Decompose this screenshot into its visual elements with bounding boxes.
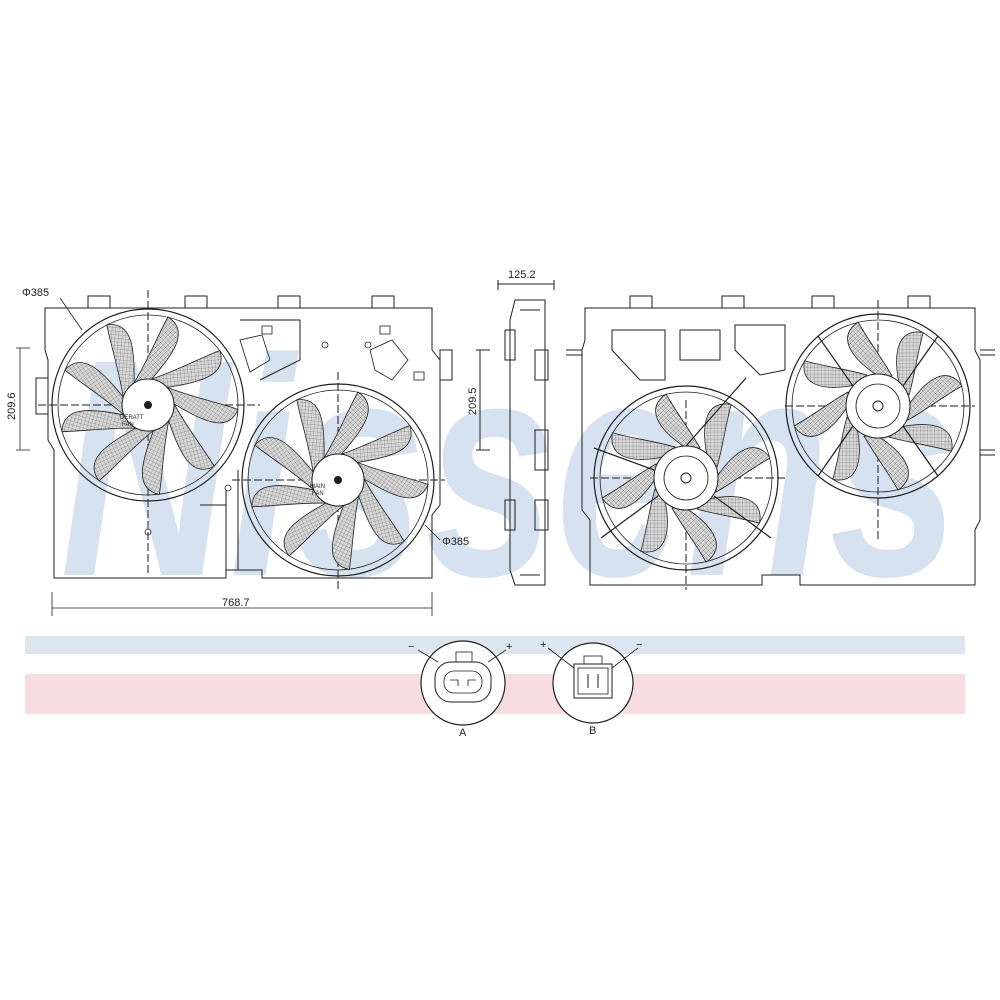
mount-tab (184, 295, 208, 309)
front-height-dim: 209.6 (6, 392, 18, 420)
connector-a-minus: − (408, 641, 414, 653)
side-height-dim: 209.5 (467, 387, 479, 415)
rear-fan-right (785, 313, 971, 499)
hub-label-left-2: FAN (122, 422, 134, 428)
front-dimensions (16, 297, 441, 616)
fan-left: DERATT FAN (51, 308, 245, 502)
connector-b: + − B (540, 639, 642, 737)
hub-label-right-2: FAN (312, 491, 324, 497)
connector-b-label: B (589, 725, 596, 737)
connector-a-plus: + (506, 641, 512, 653)
connector-b-plus: + (540, 639, 546, 651)
mount-tab (371, 295, 395, 309)
mount-tab (277, 295, 301, 309)
hub-label-left-1: DERATT (120, 415, 144, 421)
side-tab (35, 377, 49, 415)
side-tab (439, 349, 453, 381)
hub-label-right-1: MAIN (310, 484, 325, 490)
connector-a-label: A (459, 727, 467, 739)
rear-fan-left (593, 377, 779, 571)
blue-stripe (25, 636, 965, 654)
front-connectors (144, 325, 425, 536)
connector-b-minus: − (636, 639, 642, 651)
fan-right: MAIN FAN (241, 383, 435, 577)
front-width-dim: 768.7 (222, 597, 250, 609)
mount-tab (87, 295, 111, 309)
connector-a: − + A (408, 640, 512, 739)
side-depth-dim: 125.2 (508, 269, 536, 281)
left-fan-diameter: Φ385 (22, 287, 49, 299)
side-view (476, 280, 555, 586)
right-fan-diameter: Φ385 (442, 536, 469, 548)
